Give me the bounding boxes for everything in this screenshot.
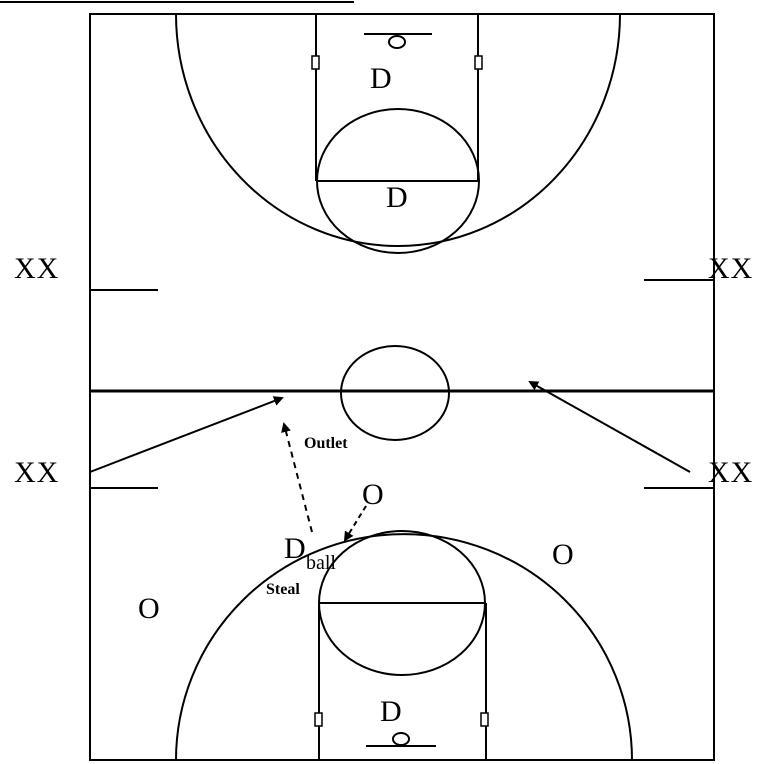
offense-left-corner: O <box>138 592 160 625</box>
xx-lower-right: XX <box>708 456 754 489</box>
bottom-three-point-arc <box>175 533 633 761</box>
left-cut-arrow <box>89 396 284 473</box>
ball-defender-subscript: ball <box>306 552 336 574</box>
bottom-block-right <box>480 712 489 727</box>
offense-top-key: O <box>362 478 384 511</box>
top-defender-circle: D <box>386 181 408 214</box>
steal-pass-arrow <box>343 505 367 542</box>
bottom-hoop <box>392 732 410 746</box>
top-free-throw-circle <box>316 108 480 254</box>
steal-label: Steal <box>266 581 300 598</box>
top-defender-lane: D <box>370 62 392 95</box>
right-cut-arrow <box>528 381 691 473</box>
center-circle <box>340 345 450 441</box>
bottom-free-throw-circle <box>318 530 486 676</box>
top-hoop <box>388 35 406 49</box>
top-three-point-arc <box>175 13 621 247</box>
outlet-label: Outlet <box>304 435 348 452</box>
top-block-left <box>311 55 320 70</box>
xx-lower-left: XX <box>14 456 60 489</box>
top-block-right <box>474 55 483 70</box>
bottom-defender-lane: D <box>380 695 402 728</box>
xx-upper-left: XX <box>14 252 60 285</box>
xx-upper-right: XX <box>708 252 754 285</box>
bottom-block-left <box>314 712 323 727</box>
outlet-pass-arrow <box>281 422 313 533</box>
court-boundary <box>89 13 715 761</box>
offense-right-wing: O <box>552 538 574 571</box>
ball-defender: D <box>284 532 306 565</box>
